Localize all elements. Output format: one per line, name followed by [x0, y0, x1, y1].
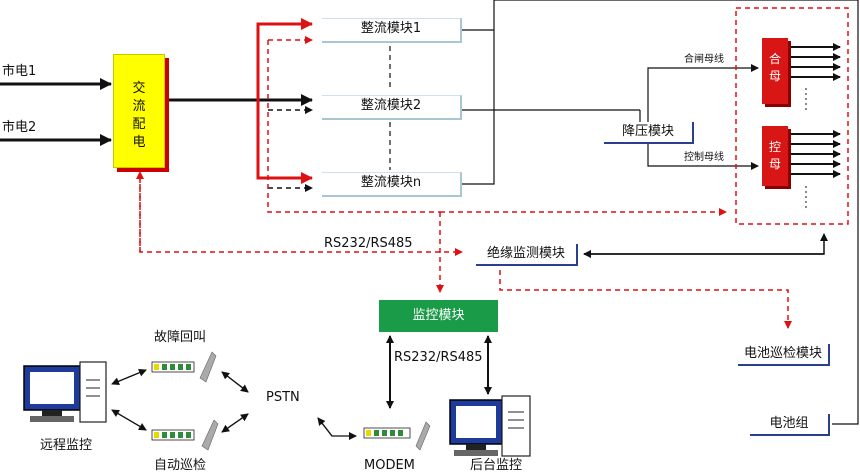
control-bus-bar: 控 母 [762, 126, 788, 186]
fault-callback-label: 故障回叫 [154, 330, 207, 345]
control-bar-char-2: 母 [768, 157, 781, 171]
ac-char-1: 交 [132, 81, 146, 96]
modem-fault-callback [151, 351, 217, 383]
auto-patrol-label: 自动巡检 [154, 458, 207, 473]
step-down-module: 降压模块 [604, 122, 694, 144]
rs-top-label: RS232/RS485 [324, 236, 413, 251]
insulation-monitor-module: 绝缘监测模块 [476, 244, 578, 266]
rs-mid-label: RS232/RS485 [394, 350, 483, 365]
rectifier-module-2: 整流模块2 [322, 95, 462, 120]
rectifier-module-n: 整流模块n [322, 172, 462, 197]
monitor-module: 监控模块 [379, 300, 498, 332]
closing-bar-char-2: 母 [768, 69, 781, 83]
modem-auto-patrol [151, 419, 219, 451]
remote-monitor-label: 远程监控 [40, 438, 93, 453]
battery-group: 电池组 [750, 414, 830, 436]
remote-monitor-pc [23, 361, 107, 423]
mains1-label: 市电1 [2, 64, 37, 79]
control-bar-char-1: 控 [768, 140, 781, 154]
closing-bar-char-1: 合 [768, 52, 781, 66]
bus-dashed-box [735, 7, 849, 225]
closing-bus-bar: 合 母 [762, 38, 788, 104]
modem-main [363, 421, 431, 451]
battery-patrol-module: 电池巡检模块 [738, 344, 830, 366]
mains2-label: 市电2 [2, 120, 37, 135]
modem-label: MODEM [364, 458, 415, 473]
pstn-label: PSTN [266, 390, 300, 405]
red-feed [256, 18, 313, 100]
ac-char-4: 电 [132, 135, 146, 150]
ac-distribution-box: 交 流 配 电 [113, 54, 165, 168]
ac-char-3: 配 [132, 117, 146, 132]
control-bus-label: 控制母线 [684, 152, 724, 163]
backend-monitor-label: 后台监控 [470, 458, 523, 473]
rectifier-module-1: 整流模块1 [322, 18, 462, 43]
backend-monitor-pc [449, 395, 531, 457]
closing-bus-label: 合闸母线 [684, 54, 724, 65]
ac-char-2: 流 [132, 99, 146, 114]
